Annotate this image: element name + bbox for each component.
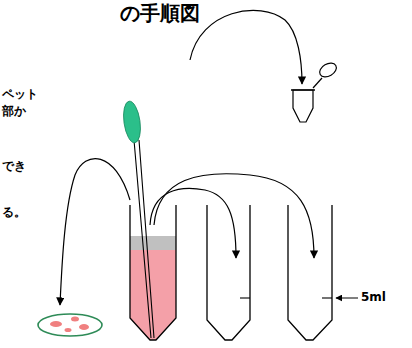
centrifuge-tube xyxy=(207,205,250,340)
note-fragment: る。 xyxy=(2,204,26,221)
petri-dish xyxy=(38,314,102,336)
flow-arrow xyxy=(190,10,302,84)
leader-arrow xyxy=(336,298,358,299)
note-fragment: ペット xyxy=(2,86,38,103)
micro-tube xyxy=(291,60,339,122)
volume-label: 5ml xyxy=(361,290,386,304)
flow-arrow xyxy=(154,174,314,258)
flow-arrow xyxy=(60,159,130,305)
title: の手順図 xyxy=(120,0,200,27)
note-fragment: でき xyxy=(2,158,26,175)
pipette xyxy=(121,100,154,338)
note-fragment: 部か xyxy=(2,103,26,120)
centrifuge-tube xyxy=(288,205,358,340)
